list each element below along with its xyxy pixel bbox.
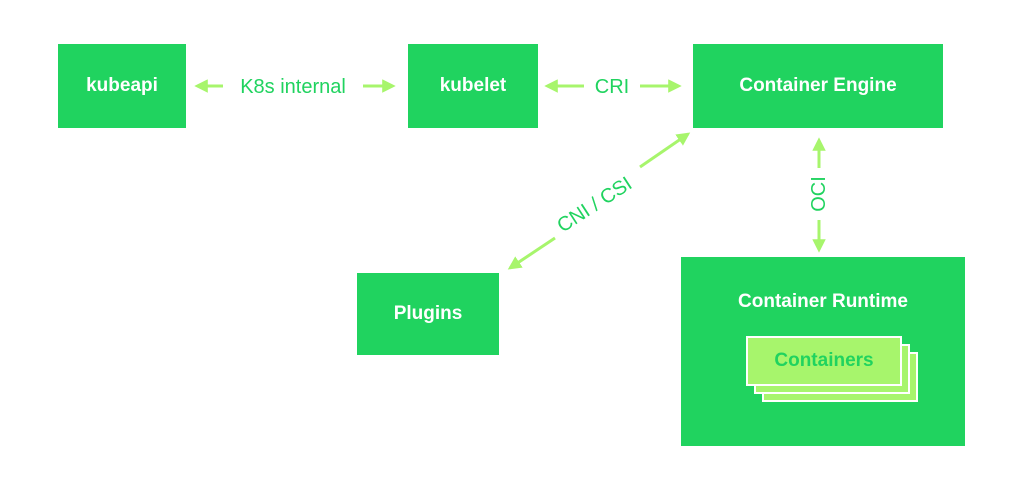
- oci-label: OCI: [808, 176, 830, 212]
- cni-csi-label: CNI / CSI: [553, 173, 636, 237]
- kubeapi-node: kubeapi: [58, 44, 186, 128]
- cni-csi-arrow-up: [639, 132, 691, 169]
- containers-node: Containers: [746, 336, 902, 386]
- kubelet-node: kubelet: [408, 44, 538, 128]
- plugins-node: Plugins: [357, 273, 499, 355]
- containers-label: Containers: [774, 350, 874, 371]
- plugins-label: Plugins: [393, 303, 463, 324]
- cri-label: CRI: [595, 76, 629, 98]
- kubelet-label: kubelet: [439, 75, 507, 96]
- kubeapi-label: kubeapi: [86, 75, 158, 96]
- container-engine-label: Container Engine: [739, 75, 897, 96]
- container-engine-node: Container Engine: [693, 44, 943, 128]
- k8s-internal-label: K8s internal: [240, 76, 346, 98]
- container-runtime-label: Container Runtime: [738, 291, 908, 312]
- cni-csi-arrow-down: [507, 236, 556, 270]
